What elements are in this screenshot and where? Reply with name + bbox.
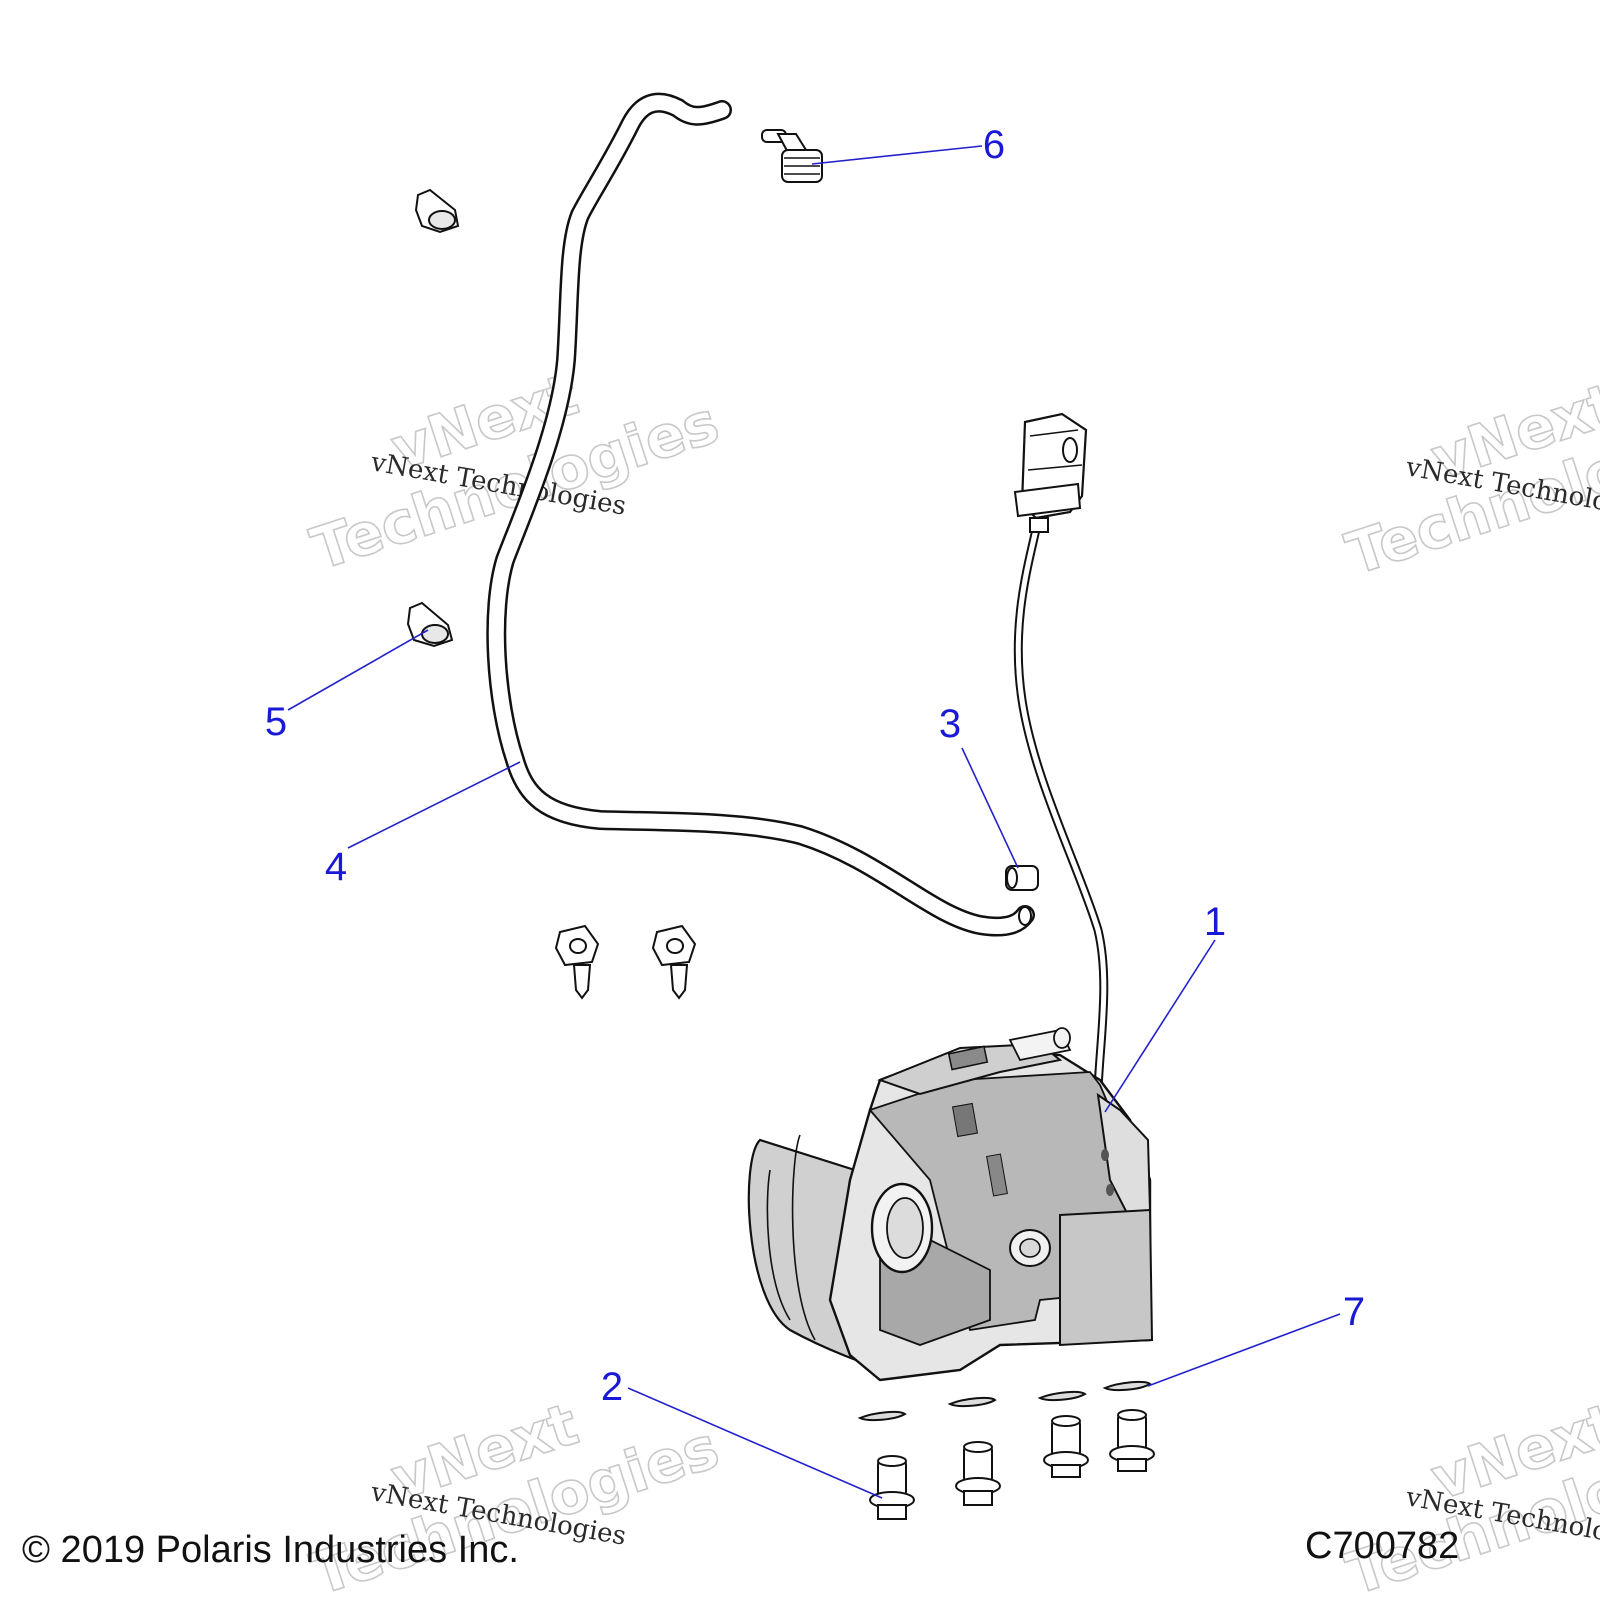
flange-bolt [869,1455,915,1520]
electrical-connector [1013,412,1088,533]
leader-line-2 [627,1387,883,1499]
hose-clip [406,601,454,648]
callout-6: 6 [983,123,1005,167]
flange-bolt [1109,1409,1155,1472]
washer [1102,1380,1152,1392]
watermark-top-right: vNext Technolo vNext Technolo [1338,369,1600,589]
washer [947,1396,997,1408]
callout-5: 5 [265,700,287,744]
leader-line-5 [287,629,429,711]
leader-line-7 [1147,1313,1341,1387]
leader-line-6 [811,145,983,165]
flange-bolt [955,1441,1001,1506]
callout-4: 4 [325,845,347,889]
washer [1037,1390,1087,1402]
callout-1: 1 [1204,900,1226,944]
figure-code: C700782 [1305,1525,1459,1567]
copyright-text: © 2019 Polaris Industries Inc. [22,1529,519,1571]
vent-fitting [761,129,823,183]
washer [857,1410,907,1422]
vent-hose [486,92,1035,937]
callout-3: 3 [939,702,961,746]
watermark-bottom-right: vNext Technolo vNext Technolo [1338,1389,1600,1600]
push-pin-clip [651,924,697,1000]
grommet [1005,865,1039,891]
leader-line-3 [961,747,1019,869]
front-gearcase [747,1027,1154,1382]
leader-lines [287,145,1341,1499]
leader-line-4 [347,761,521,849]
hose-clip [414,188,460,234]
leader-line-1 [1104,939,1216,1113]
callout-2: 2 [601,1365,623,1409]
callout-7: 7 [1343,1290,1365,1334]
wire-harness [1013,515,1109,1095]
push-pin-clip [554,924,600,1000]
flange-bolt [1043,1415,1089,1478]
